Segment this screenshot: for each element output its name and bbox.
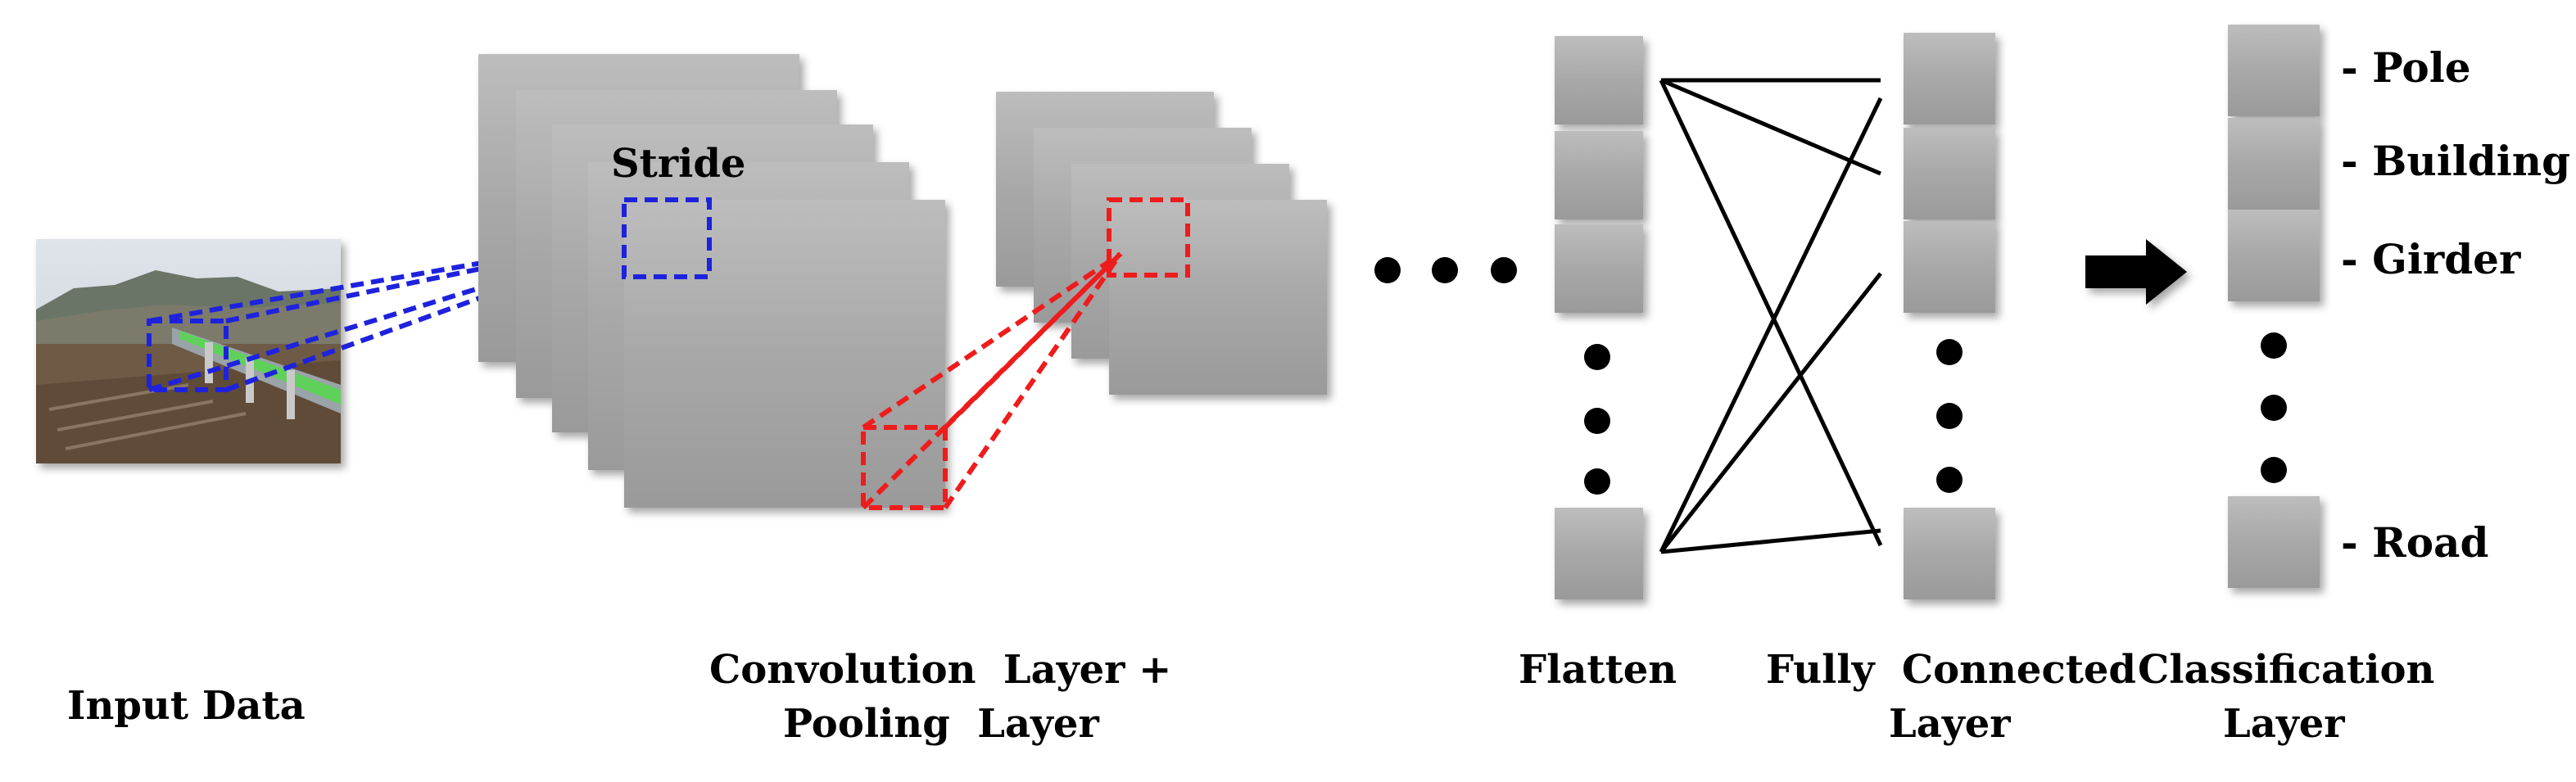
classification-column bbox=[2228, 25, 2320, 588]
fully-connected-dots bbox=[1936, 339, 1963, 493]
dense-connections bbox=[1659, 78, 1883, 554]
pooling-target-box bbox=[1107, 197, 1190, 278]
fully-connected-caption-line2: Layer bbox=[1889, 701, 2011, 747]
pooling-projection-lines bbox=[861, 251, 1123, 510]
convolution-feature-maps bbox=[478, 54, 945, 508]
classification-caption-line1: Classification bbox=[2138, 647, 2434, 693]
fully-connected-caption-line1: Fully Connected bbox=[1766, 647, 2136, 693]
flatten-column bbox=[1555, 36, 1643, 599]
pooling-source-box bbox=[861, 425, 948, 510]
flatten-caption: Flatten bbox=[1519, 647, 1677, 693]
input-data-caption: Input Data bbox=[67, 683, 306, 729]
input-image bbox=[36, 239, 341, 463]
fully-connected-column bbox=[1904, 33, 1995, 599]
class-label-girder: - Girder bbox=[2341, 235, 2521, 283]
classification-caption-line2: Layer bbox=[2223, 701, 2345, 747]
continuation-dots bbox=[1374, 257, 1517, 283]
stride-label: Stride bbox=[611, 141, 745, 187]
classification-dots bbox=[2261, 332, 2287, 483]
class-label-building: - Building bbox=[2341, 137, 2570, 185]
flatten-dots bbox=[1584, 344, 1610, 495]
class-label-road: - Road bbox=[2341, 518, 2488, 567]
class-label-pole: - Pole bbox=[2341, 43, 2471, 92]
right-arrow-icon bbox=[2085, 239, 2187, 305]
stride-box bbox=[622, 197, 712, 279]
convolution-caption-line2: Pooling Layer bbox=[783, 701, 1099, 747]
convolution-caption-line1: Convolution Layer + bbox=[709, 647, 1171, 693]
pooling-feature-maps bbox=[996, 92, 1327, 395]
input-receptive-field-box bbox=[147, 319, 229, 392]
